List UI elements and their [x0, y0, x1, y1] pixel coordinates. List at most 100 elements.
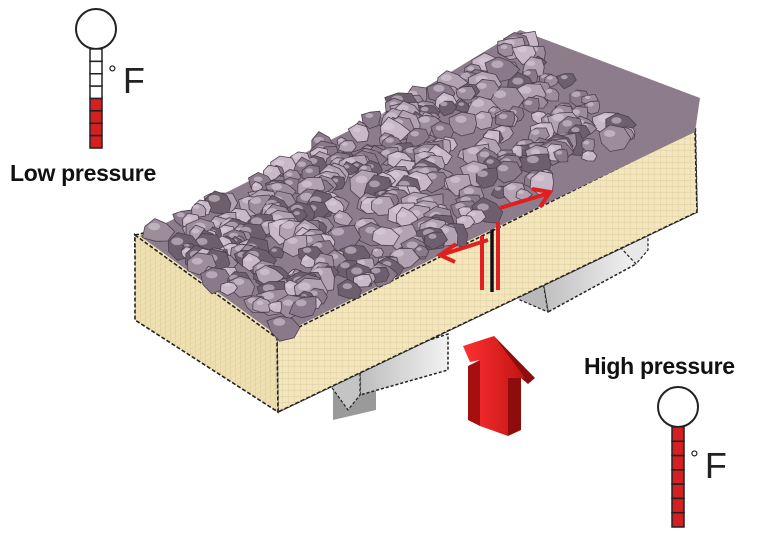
rock-highlight — [517, 46, 528, 53]
rock-highlight — [440, 101, 448, 107]
unit-high: °F — [690, 445, 727, 487]
degree-symbol: ° — [690, 446, 699, 471]
thermometer-segment — [89, 60, 103, 75]
rock-highlight — [547, 76, 553, 80]
rock-highlight — [406, 241, 418, 249]
rock-highlight — [527, 155, 539, 164]
rock-highlight — [171, 237, 184, 246]
rock-highlight — [611, 117, 622, 124]
rock-highlight — [416, 247, 422, 251]
thermometer-segment — [89, 85, 103, 100]
rock-highlight — [281, 221, 294, 229]
rock-highlight — [148, 222, 161, 231]
rock-highlight — [458, 88, 466, 93]
rock-highlight — [583, 140, 590, 145]
thermometer-segment — [671, 440, 685, 457]
rock-highlight — [305, 168, 313, 174]
rock-highlight — [360, 165, 367, 170]
rock-highlight — [571, 127, 580, 133]
rock-highlight — [302, 256, 309, 261]
rock-highlight — [176, 212, 185, 218]
rock-highlight — [491, 60, 504, 69]
rock-highlight — [476, 113, 485, 119]
rock-highlight — [435, 125, 444, 131]
degree-symbol: ° — [108, 61, 117, 86]
thermometer-segment — [671, 483, 685, 500]
rock-highlight — [571, 91, 581, 98]
rock-highlight — [226, 245, 232, 249]
rock-highlight — [466, 164, 480, 173]
rock-highlight — [357, 276, 364, 281]
rock-highlight — [460, 207, 466, 211]
rock-highlight — [534, 112, 541, 117]
rock-highlight — [287, 237, 298, 245]
rock-highlight — [351, 267, 363, 275]
rock-highlight — [205, 271, 218, 279]
rock-highlight — [524, 100, 533, 106]
thermometer-segment — [671, 426, 685, 443]
rock-highlight — [270, 302, 276, 307]
thermometer-low-icon — [75, 8, 117, 149]
rock-highlight — [420, 106, 429, 112]
rock-highlight — [331, 227, 345, 236]
rock-highlight — [196, 237, 208, 245]
unit-low-text: F — [122, 60, 145, 101]
thermometer-segment — [671, 511, 685, 528]
rock-highlight — [328, 201, 337, 206]
rock-highlight — [274, 159, 285, 166]
rock-highlight — [273, 318, 286, 326]
rock-highlight — [584, 95, 591, 99]
rock-highlight — [352, 127, 361, 133]
rock-highlight — [455, 115, 467, 123]
thermometer-segment — [671, 497, 685, 514]
rock-highlight — [392, 152, 402, 159]
rock-highlight — [271, 248, 278, 252]
rock-highlight — [471, 99, 485, 108]
rock-highlight — [233, 278, 245, 286]
rock-highlight — [302, 247, 312, 253]
rock-highlight — [477, 170, 488, 178]
rock-highlight — [500, 44, 508, 50]
high-pressure-label: High pressure — [584, 353, 735, 379]
thermometer-segment — [89, 134, 103, 149]
rock-highlight — [252, 183, 258, 187]
rock-highlight — [382, 122, 395, 131]
rock-highlight — [494, 186, 502, 191]
unit-high-text: F — [704, 445, 727, 486]
rock-highlight — [410, 131, 419, 137]
rock-highlight — [381, 149, 391, 156]
rock-highlight — [489, 108, 496, 112]
rock-highlight — [292, 153, 302, 160]
rock-highlight — [463, 187, 475, 195]
rock-highlight — [512, 147, 518, 151]
rock-highlight — [440, 74, 452, 82]
thermometer-segment — [89, 73, 103, 87]
rock — [347, 123, 370, 143]
rock-highlight — [342, 283, 353, 290]
rock-highlight — [340, 262, 350, 269]
rock-highlight — [385, 137, 394, 143]
thermometer-segment — [89, 97, 103, 112]
rock-highlight — [459, 217, 466, 222]
rock-highlight — [530, 148, 541, 155]
rock-highlight — [467, 147, 479, 155]
rock-highlight — [483, 133, 493, 139]
rock-highlight — [419, 116, 430, 123]
rock-highlight — [362, 198, 371, 204]
rock-highlight — [355, 175, 368, 184]
rock-highlight — [584, 151, 590, 156]
unit-low: °F — [108, 60, 145, 102]
rock-highlight — [392, 249, 404, 257]
rock-highlight — [523, 70, 531, 75]
rock-highlight — [450, 176, 461, 183]
rock-highlight — [335, 213, 343, 219]
rock-highlight — [531, 129, 540, 135]
rock-highlight — [297, 161, 307, 167]
rock-highlight — [271, 183, 283, 191]
rock-highlight — [506, 184, 516, 191]
rock-highlight — [373, 198, 383, 205]
rock-highlight — [518, 85, 532, 94]
rock-highlight — [295, 299, 307, 307]
rock-highlight — [562, 120, 573, 127]
